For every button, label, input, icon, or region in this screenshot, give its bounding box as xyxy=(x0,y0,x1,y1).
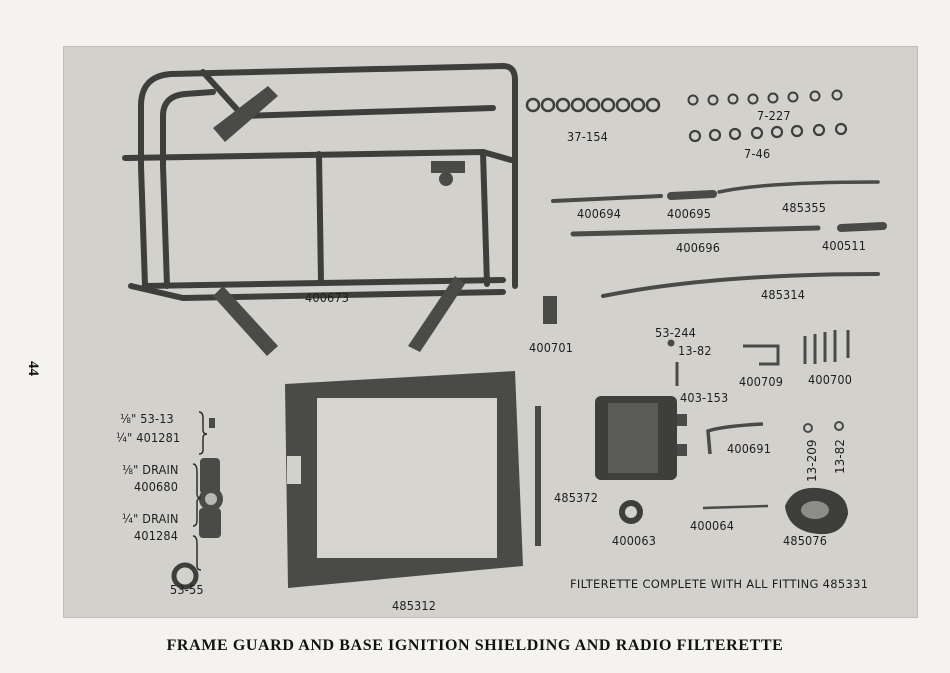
label-400064: 400064 xyxy=(690,518,735,533)
label-53-55: 53-55 xyxy=(170,582,204,597)
label-13-82-a: 13-82 xyxy=(678,343,712,358)
label-485355: 485355 xyxy=(782,200,827,215)
label-400700: 400700 xyxy=(808,372,853,387)
braces xyxy=(192,411,208,571)
label-400673: 400673 xyxy=(305,290,350,305)
label-400063: 400063 xyxy=(612,533,657,548)
label-53-244: 53-244 xyxy=(655,325,697,340)
label-403-153: 403-153 xyxy=(680,390,729,405)
cables xyxy=(551,180,887,298)
label-400511: 400511 xyxy=(822,238,867,253)
label-400695: 400695 xyxy=(667,206,712,221)
frame-guard xyxy=(122,62,518,302)
page-caption: FRAME GUARD AND BASE IGNITION SHIELDING … xyxy=(166,637,784,654)
label-400701: 400701 xyxy=(529,340,574,355)
label-400680: 400680 xyxy=(134,479,179,494)
washer-400063 xyxy=(619,500,643,524)
label-485312: 485312 xyxy=(392,598,437,613)
filterette-note: FILTERETTE COMPLETE WITH ALL FITTING 485… xyxy=(570,577,869,591)
label-13-209: 13-209 xyxy=(805,439,819,482)
label-drain-eighth: ⅛" DRAIN xyxy=(122,462,179,477)
label-485372: 485372 xyxy=(554,490,599,505)
label-400691: 400691 xyxy=(727,441,772,456)
label-401284: 401284 xyxy=(134,528,179,543)
drain-fittings xyxy=(171,418,223,590)
small-hardware xyxy=(667,330,850,510)
label-485314: 485314 xyxy=(761,287,806,302)
label-37-154: 37-154 xyxy=(567,129,609,144)
filterette-box xyxy=(595,396,687,480)
washers-7-46 xyxy=(688,122,848,143)
label-7-227: 7-227 xyxy=(757,108,791,123)
page-number: 44 xyxy=(25,361,41,376)
washers-37-154 xyxy=(525,97,661,113)
label-400694: 400694 xyxy=(577,206,622,221)
label-drain-quarter: ¼" DRAIN xyxy=(122,511,179,526)
label-7-46: 7-46 xyxy=(744,146,771,161)
frame-brackets xyxy=(213,86,465,356)
clip-400701 xyxy=(543,296,557,324)
base-shielding xyxy=(285,371,541,588)
label-401281: ¼" 401281 xyxy=(116,430,181,445)
washers-7-227 xyxy=(687,89,843,106)
label-400696: 400696 xyxy=(676,240,721,255)
spark-plug-cover xyxy=(785,487,848,535)
parts-illustration xyxy=(122,62,887,590)
label-53-13: ⅛" 53-13 xyxy=(120,411,174,426)
label-13-82-b: 13-82 xyxy=(833,439,847,474)
label-485076: 485076 xyxy=(783,533,828,548)
label-400709: 400709 xyxy=(739,374,784,389)
